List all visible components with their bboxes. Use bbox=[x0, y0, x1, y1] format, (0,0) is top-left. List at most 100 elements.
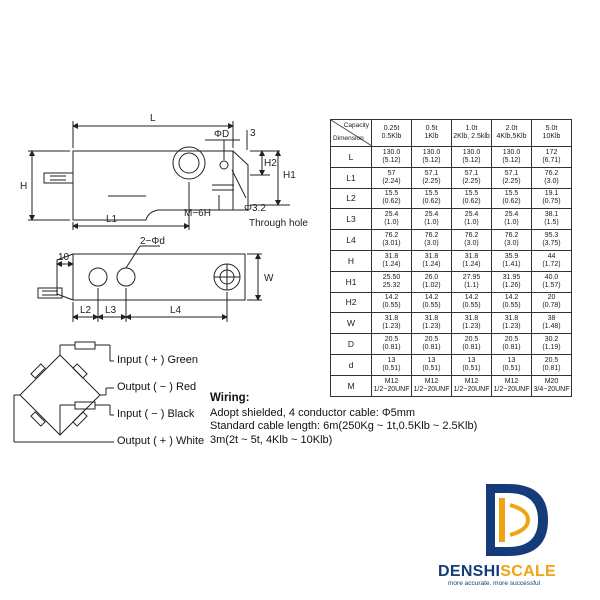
cell-line: 31.8 bbox=[504, 315, 519, 323]
cell-line: 31.8 bbox=[384, 252, 399, 260]
cell-line: 57.1 bbox=[504, 169, 519, 177]
cell-line: 15.5 bbox=[384, 190, 399, 198]
wire-input-minus: Input ( − ) Black bbox=[117, 408, 195, 420]
cell-line: 31.8 bbox=[464, 315, 479, 323]
row-label: H1 bbox=[330, 270, 372, 293]
cell-line: (1.23) bbox=[462, 323, 481, 331]
cell-line: 0.5t bbox=[425, 125, 438, 132]
cell-line: 76.2 bbox=[464, 232, 479, 240]
cell-line: (0.55) bbox=[462, 302, 481, 310]
table-cell: 14.2(0.55) bbox=[411, 291, 452, 314]
dim-10: 10 bbox=[58, 252, 70, 263]
cell-line: 25.4 bbox=[424, 211, 439, 219]
dim-H2: H2 bbox=[264, 158, 277, 169]
cell-line: 25.32 bbox=[382, 281, 401, 289]
denshi-logo bbox=[486, 484, 548, 556]
table-cell: 38.1(1.5) bbox=[531, 208, 572, 231]
row-label: H bbox=[330, 249, 372, 272]
cell-line: (3.0) bbox=[544, 177, 559, 185]
cell-line: (5.12) bbox=[382, 156, 401, 164]
cell-line: 31.95 bbox=[502, 273, 521, 281]
cell-line: (2.25) bbox=[422, 177, 441, 185]
table-cell: 44(1.72) bbox=[531, 249, 572, 272]
cell-line: (0.81) bbox=[422, 344, 441, 352]
cell-line: 95.3 bbox=[544, 232, 559, 240]
table-cell: 130.0(5.12) bbox=[411, 146, 452, 168]
table-cell: 31.8(1.23) bbox=[491, 312, 532, 335]
row-label: L2 bbox=[330, 187, 372, 210]
cell-line: 14.2 bbox=[464, 294, 479, 302]
corner-dimension: Dimension bbox=[333, 135, 364, 142]
wire-output-minus: Output ( − ) Red bbox=[117, 381, 197, 393]
cell-line: 20.5 bbox=[464, 336, 479, 344]
cell-line: 57 bbox=[387, 169, 396, 177]
through-hole-label: Through hole bbox=[249, 218, 308, 229]
cell-line: (0.51) bbox=[502, 364, 521, 372]
cell-line: 25.50 bbox=[382, 273, 401, 281]
cell-line: 130.0 bbox=[382, 148, 401, 156]
table-cell: 130.0(5.12) bbox=[491, 146, 532, 168]
cell-line: (1.57) bbox=[542, 281, 561, 289]
cell-line: (0.62) bbox=[462, 198, 481, 206]
cell-line: 25.4 bbox=[464, 211, 479, 219]
cell-line: (1.24) bbox=[462, 260, 481, 268]
cell-line: (1.41) bbox=[502, 260, 521, 268]
cell-line: 20.5 bbox=[544, 356, 559, 364]
cell-line: 13 bbox=[427, 356, 436, 364]
wheatstone-bridge bbox=[13, 341, 114, 443]
cell-line: 31.8 bbox=[424, 315, 439, 323]
dim-L4: L4 bbox=[170, 305, 182, 316]
cell-line: (1.5) bbox=[544, 219, 559, 227]
table-cell: 15.5(0.62) bbox=[371, 187, 412, 210]
cell-line: 30.2 bbox=[544, 336, 559, 344]
cell-line: (2.24) bbox=[382, 177, 401, 185]
table-cell: 15.5(0.62) bbox=[411, 187, 452, 210]
cell-line: 3/4−20UNF bbox=[533, 385, 570, 393]
row-label: M bbox=[330, 374, 372, 397]
table-cell: 20.5(0.81) bbox=[491, 333, 532, 355]
cell-line: (1.02) bbox=[422, 281, 441, 289]
brand-tagline: more accurate. more successful bbox=[448, 580, 541, 587]
cell-line: 76.2 bbox=[504, 232, 519, 240]
row-label: H2 bbox=[330, 291, 372, 314]
cell-line: 0.25t bbox=[383, 125, 400, 132]
cell-line: 130.0 bbox=[502, 148, 521, 156]
wiring-line: Standard cable length: 6m(250Kg ~ 1t,0.5… bbox=[210, 420, 478, 432]
cell-line: 25.4 bbox=[504, 211, 519, 219]
brand-name: DENSHISCALE bbox=[438, 563, 556, 581]
row-label: L bbox=[330, 146, 372, 168]
wiring-title: Wiring: bbox=[210, 392, 250, 404]
cell-line: (5.12) bbox=[462, 156, 481, 164]
cell-line: 0.5Klb bbox=[381, 133, 402, 140]
plan-view bbox=[37, 245, 262, 322]
row-label: d bbox=[330, 353, 372, 376]
cell-line: (0.55) bbox=[422, 302, 441, 310]
cell-line: M12 bbox=[464, 377, 479, 385]
table-cell: 20.5(0.81) bbox=[371, 333, 412, 355]
cell-line: 1Klb bbox=[424, 133, 439, 140]
cell-line: (1.72) bbox=[542, 260, 561, 268]
cell-line: (0.81) bbox=[502, 344, 521, 352]
cell-line: 13 bbox=[467, 356, 476, 364]
wiring-notes: Wiring: Adopt shielded, 4 conductor cabl… bbox=[210, 392, 477, 447]
cell-line: 20.5 bbox=[424, 336, 439, 344]
table-cell: 13(0.51) bbox=[411, 353, 452, 376]
table-cell: 19.1(0.75) bbox=[531, 187, 572, 210]
cell-line: 5.0t bbox=[545, 125, 558, 132]
cell-line: (1.23) bbox=[382, 323, 401, 331]
row-label: W bbox=[330, 312, 372, 335]
cell-line: 1.0t bbox=[465, 125, 478, 132]
table-cell: 20.5(0.81) bbox=[531, 353, 572, 376]
